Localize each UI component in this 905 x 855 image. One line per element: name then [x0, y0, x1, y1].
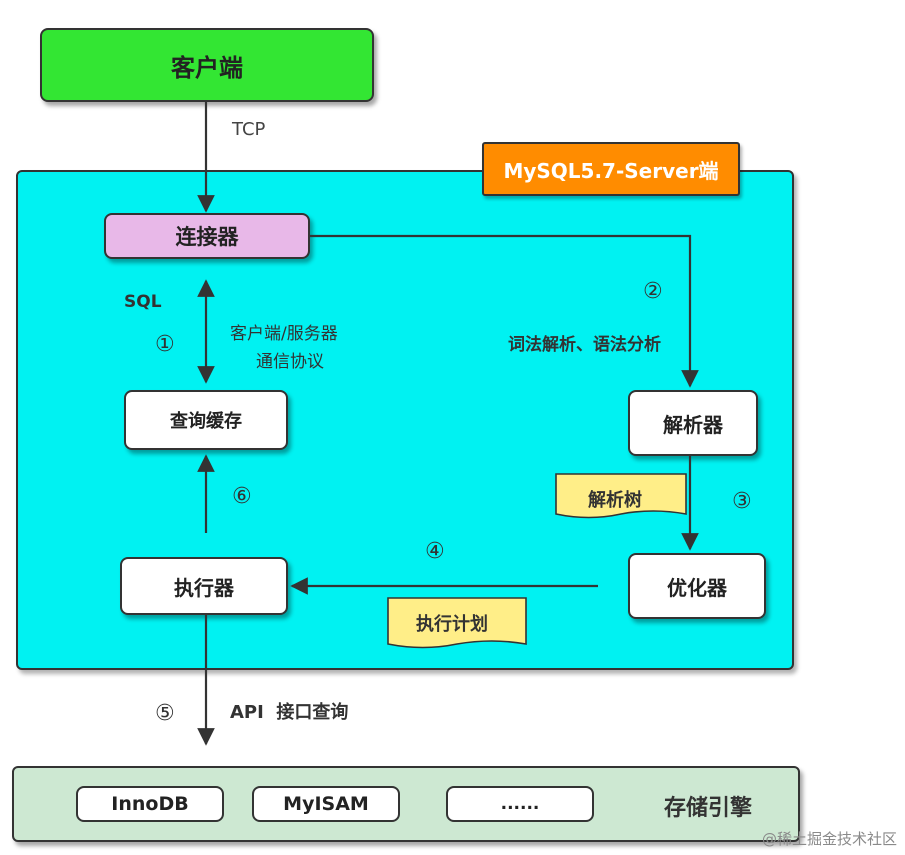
exec-plan-note — [387, 597, 527, 649]
executor-label: 执行器 — [174, 575, 234, 600]
server-tag: MySQL5.7-Server端 — [482, 142, 740, 196]
protocol-label-2: 通信协议 — [256, 352, 324, 372]
parse-tree-label: 解析树 — [588, 490, 642, 511]
engine-more-label: ...... — [500, 794, 540, 814]
protocol-label-1: 客户端/服务器 — [230, 324, 338, 344]
engine-myisam: MyISAM — [252, 786, 400, 822]
engine-myisam-label: MyISAM — [283, 793, 369, 815]
query-cache-box: 查询缓存 — [124, 390, 288, 450]
storage-title: 存储引擎 — [664, 796, 753, 821]
step-1: ① — [155, 332, 175, 357]
executor-box: 执行器 — [120, 557, 288, 615]
exec-plan-label: 执行计划 — [416, 614, 488, 635]
client-label: 客户端 — [171, 53, 243, 82]
engine-innodb-label: InnoDB — [111, 793, 189, 815]
arrow-connector-parser — [310, 234, 699, 388]
connector-box: 连接器 — [104, 213, 310, 259]
engine-more: ...... — [446, 786, 594, 822]
tcp-label: TCP — [232, 119, 266, 140]
api-label: API 接口查询 — [230, 702, 349, 723]
sql-label: SQL — [124, 292, 162, 312]
parser-label: 解析器 — [663, 412, 723, 437]
parser-box: 解析器 — [628, 390, 758, 456]
watermark: @稀土掘金技术社区 — [761, 830, 897, 848]
step-5: ⑤ — [155, 701, 175, 726]
client-box: 客户端 — [40, 28, 374, 102]
connector-label: 连接器 — [175, 225, 239, 249]
optimizer-label: 优化器 — [667, 575, 727, 600]
step-3: ③ — [732, 489, 752, 514]
step-4: ④ — [425, 539, 445, 564]
step-6: ⑥ — [232, 484, 252, 509]
server-tag-label: MySQL5.7-Server端 — [503, 158, 719, 183]
query-cache-label: 查询缓存 — [170, 411, 242, 432]
optimizer-box: 优化器 — [628, 553, 766, 619]
step-2: ② — [643, 279, 663, 304]
parse-tree-note — [555, 473, 687, 519]
engine-innodb: InnoDB — [76, 786, 224, 822]
lexical-label: 词法解析、语法分析 — [508, 335, 661, 355]
